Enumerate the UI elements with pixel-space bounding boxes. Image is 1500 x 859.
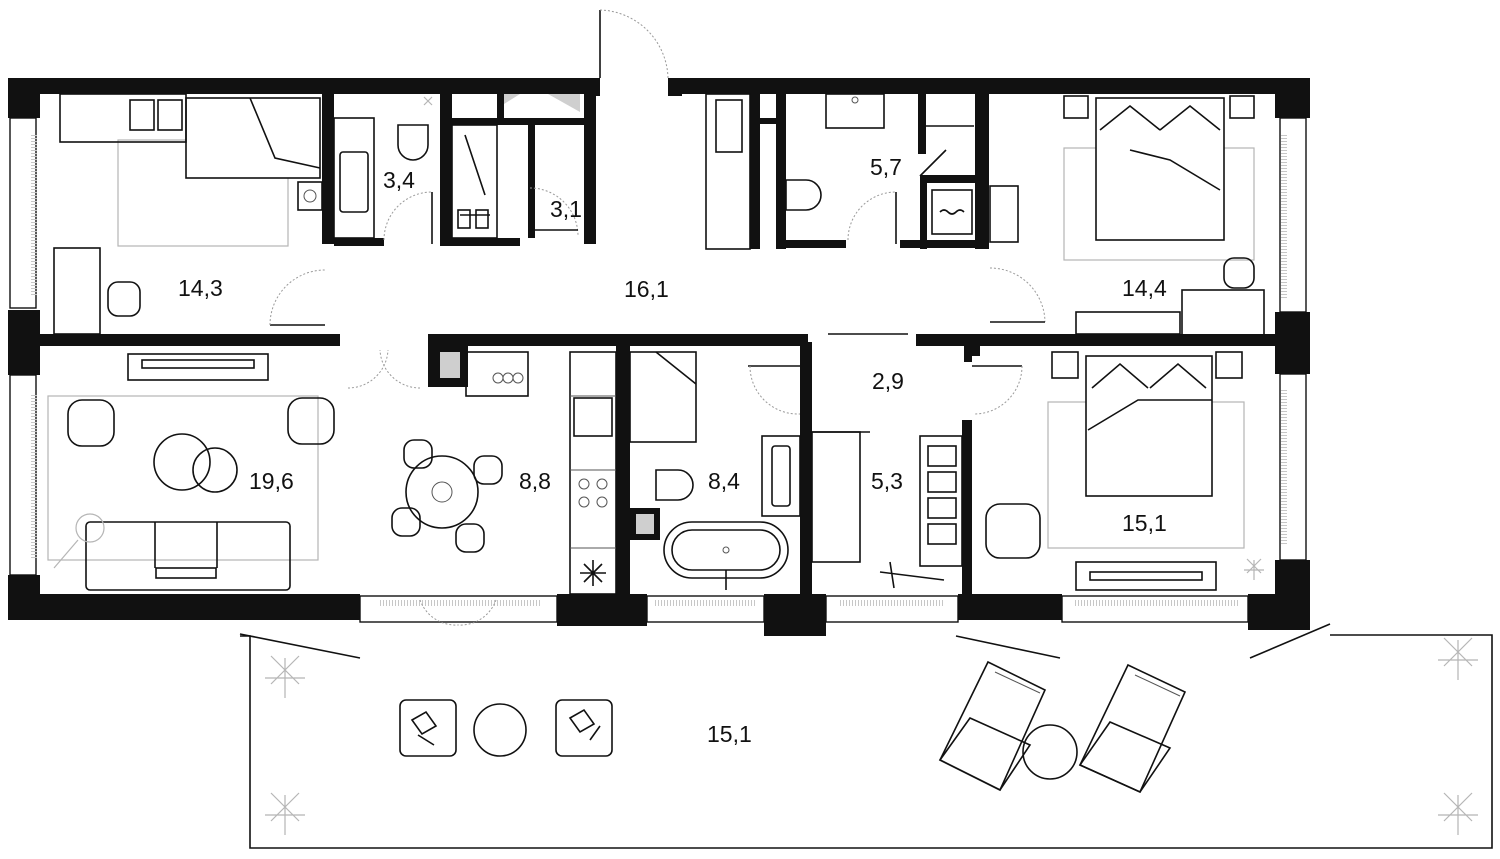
doors — [269, 9, 1046, 626]
walls — [8, 78, 1310, 636]
area-label-living-room: 19,6 — [249, 468, 294, 494]
area-label-bedroom-left: 14,3 — [178, 275, 223, 301]
bathroom-main-fixtures — [629, 351, 801, 590]
kitchen-furniture — [391, 351, 617, 595]
area-label-bathroom-small: 3,4 — [383, 167, 415, 193]
bedroom-right-top-furniture — [989, 95, 1265, 337]
terrace-chair-right — [555, 699, 613, 757]
area-label-closet: 3,1 — [550, 196, 582, 222]
area-label-kitchen: 8,8 — [519, 468, 551, 494]
area-label-corridor: 2,9 — [872, 368, 904, 394]
area-label-hall: 16,1 — [624, 276, 669, 302]
bedroom-right-bottom-furniture — [985, 351, 1264, 591]
terrace-table — [473, 703, 527, 757]
plant-icon — [265, 637, 1478, 835]
bathroom-center-fixtures — [705, 93, 974, 250]
terrace-chair-left — [399, 699, 457, 757]
wardrobe-fixtures — [810, 431, 963, 589]
bedroom-left-furniture — [53, 93, 323, 335]
area-label-bathroom-center: 5,7 — [870, 154, 902, 180]
living-room-furniture — [47, 353, 335, 591]
area-label-bathroom-main: 8,4 — [708, 468, 740, 494]
terrace — [239, 623, 1493, 849]
area-label-wardrobe: 5,3 — [871, 468, 903, 494]
sun-lounger-right — [1078, 663, 1187, 794]
closet-fixtures — [451, 94, 580, 239]
area-label-bedroom-right-top: 14,4 — [1122, 275, 1167, 301]
bathroom-small-fixtures — [333, 96, 433, 239]
windows — [9, 117, 1307, 623]
area-label-bedroom-right-bottom: 15,1 — [1122, 510, 1167, 536]
area-labels: 14,3 3,4 3,1 16,1 5,7 14,4 19,6 8,8 8,4 … — [178, 154, 1167, 747]
terrace-side-table — [1022, 724, 1078, 780]
sun-lounger-left — [938, 660, 1047, 792]
area-label-terrace: 15,1 — [707, 721, 752, 747]
